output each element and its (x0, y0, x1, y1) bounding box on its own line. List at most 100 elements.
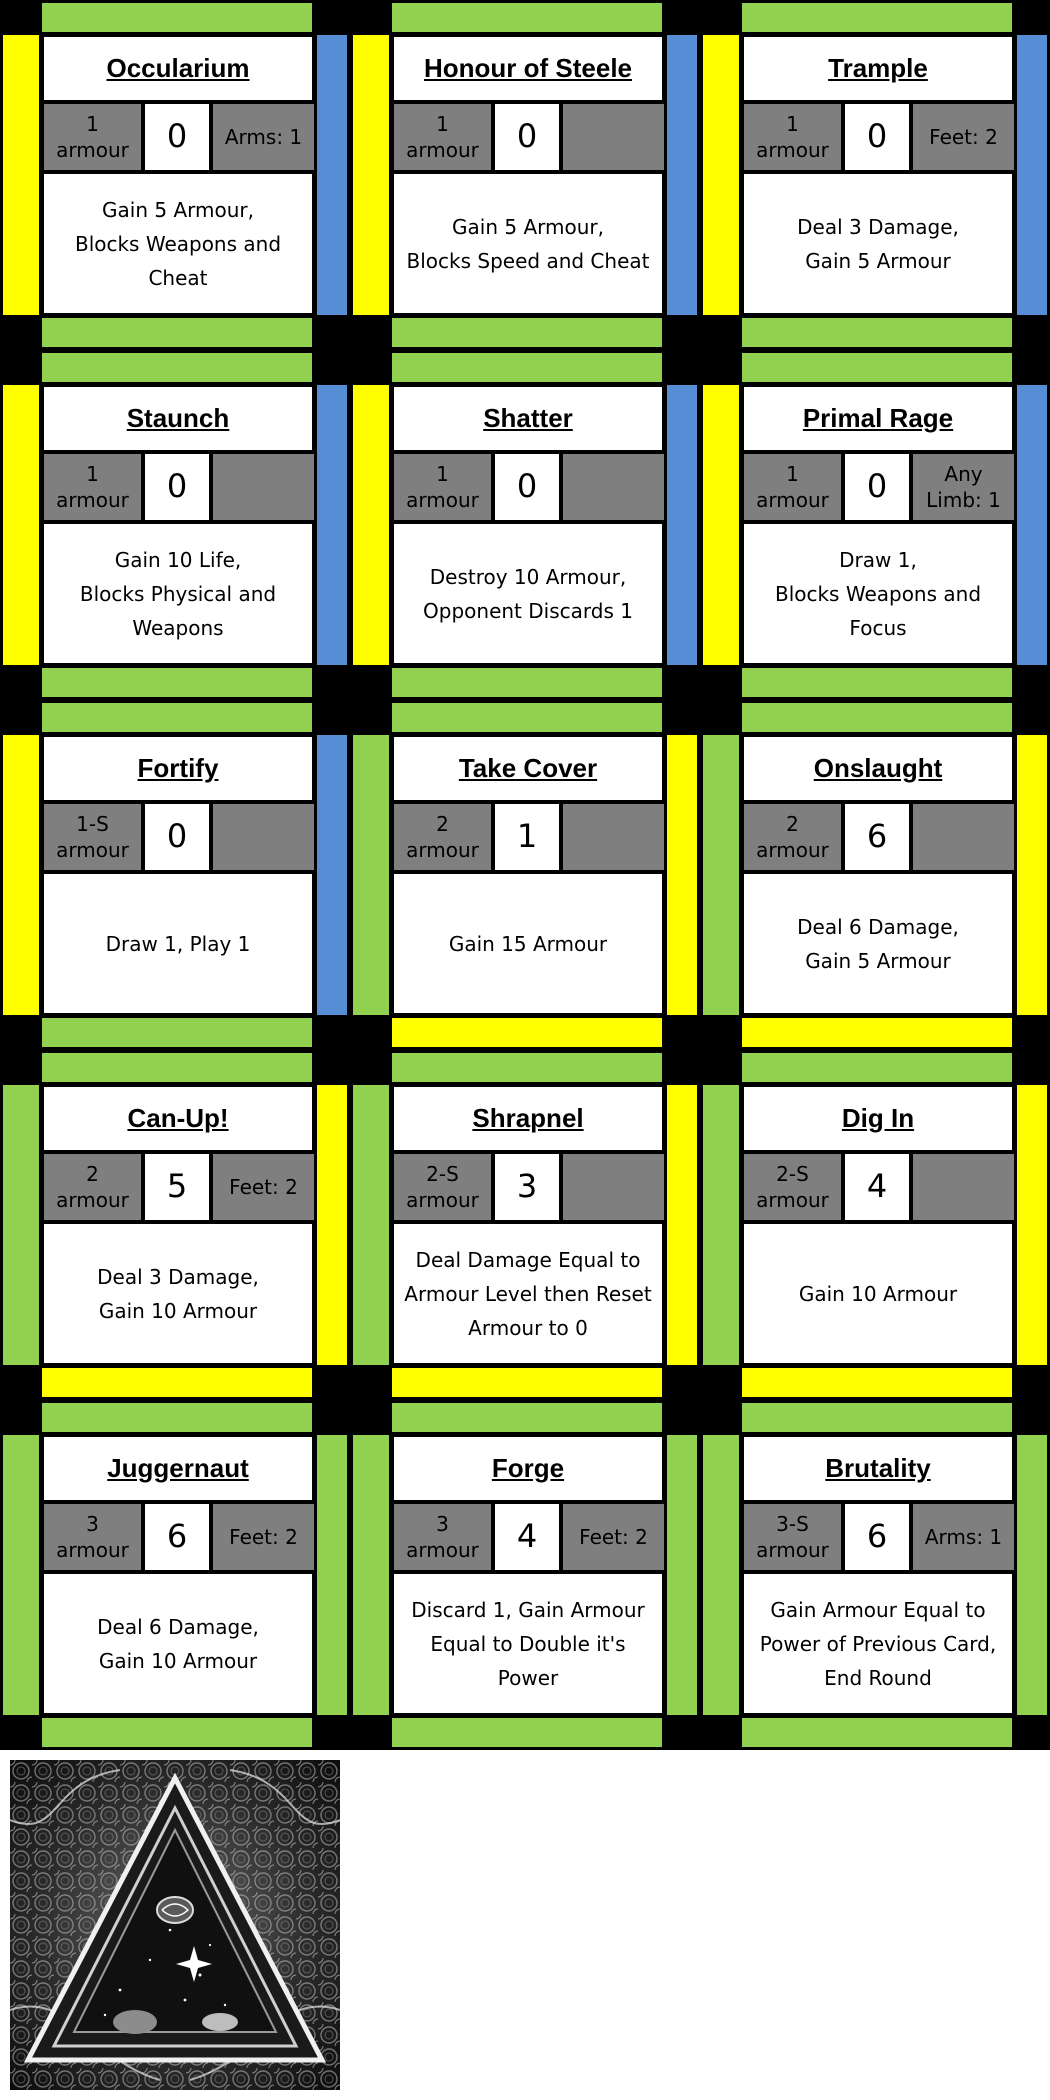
card-right-band (317, 1435, 347, 1715)
card-top-band (42, 353, 312, 382)
card-top-band (392, 353, 662, 382)
card-bottom-band (42, 1368, 312, 1397)
card-bottom-band (742, 318, 1012, 347)
card-left-band (353, 1085, 389, 1365)
card-left-band (703, 35, 739, 315)
card-left-band (353, 385, 389, 665)
card-left-band (353, 1435, 389, 1715)
card-effect-text: Deal 3 Damage,Gain 10 Armour (44, 1224, 312, 1363)
card-power: 0 (845, 454, 909, 520)
card-bottom-band (392, 668, 662, 697)
card-power: 0 (145, 454, 209, 520)
card-title: Forge (394, 1437, 662, 1500)
card-top-band (742, 703, 1012, 732)
card-title: Honour of Steele (394, 37, 662, 100)
card-top-band (42, 1053, 312, 1082)
card-top-band (742, 1053, 1012, 1082)
card-left-band (703, 735, 739, 1015)
card-left-band (3, 735, 39, 1015)
card-power: 3 (495, 1154, 559, 1220)
card-effect-text: Deal 3 Damage,Gain 5 Armour (744, 174, 1012, 313)
card-left-band (703, 1435, 739, 1715)
card-top-band (42, 1403, 312, 1432)
card-right-band (1017, 1435, 1047, 1715)
card-bottom-band (742, 1718, 1012, 1747)
card-bottom-band (42, 318, 312, 347)
card-left-band (353, 35, 389, 315)
card-right-band (1017, 735, 1047, 1015)
card-top-band (392, 1053, 662, 1082)
card-bottom-band (392, 318, 662, 347)
card-right-band (317, 385, 347, 665)
card-limb-requirement: Feet: 2 (563, 1504, 664, 1570)
card-effect-text: Draw 1, Play 1 (44, 874, 312, 1013)
card-effect-text: Deal 6 Damage,Gain 5 Armour (744, 874, 1012, 1013)
card-limb-requirement: Feet: 2 (213, 1154, 314, 1220)
card-top-band (392, 703, 662, 732)
card-top-band (742, 3, 1012, 32)
card-bottom-band (42, 1718, 312, 1747)
card-right-band (317, 35, 347, 315)
card-limb-requirement: Feet: 2 (213, 1504, 314, 1570)
card-top-band (392, 3, 662, 32)
card-left-band (3, 1435, 39, 1715)
card-top-band (742, 1403, 1012, 1432)
card-top-band (742, 353, 1012, 382)
card-right-band (317, 1085, 347, 1365)
card-top-band (42, 703, 312, 732)
card-title: Juggernaut (44, 1437, 312, 1500)
card-power: 4 (845, 1154, 909, 1220)
card-bottom-band (42, 1018, 312, 1047)
card-right-band (1017, 1085, 1047, 1365)
card-limb-requirement: Arms: 1 (913, 1504, 1014, 1570)
card-power: 4 (495, 1504, 559, 1570)
card-power: 6 (145, 1504, 209, 1570)
card-effect-text: Destroy 10 Armour,Opponent Discards 1 (394, 524, 662, 663)
card-limb-requirement (213, 454, 314, 520)
card-effect-text: Gain 5 Armour,Blocks Speed and Cheat (394, 174, 662, 313)
card-bottom-band (742, 1368, 1012, 1397)
card-right-band (667, 35, 697, 315)
card-bottom-band (392, 1018, 662, 1047)
card-top-band (392, 1403, 662, 1432)
card-title: Brutality (744, 1437, 1012, 1500)
card-left-band (353, 735, 389, 1015)
card-power: 6 (845, 804, 909, 870)
